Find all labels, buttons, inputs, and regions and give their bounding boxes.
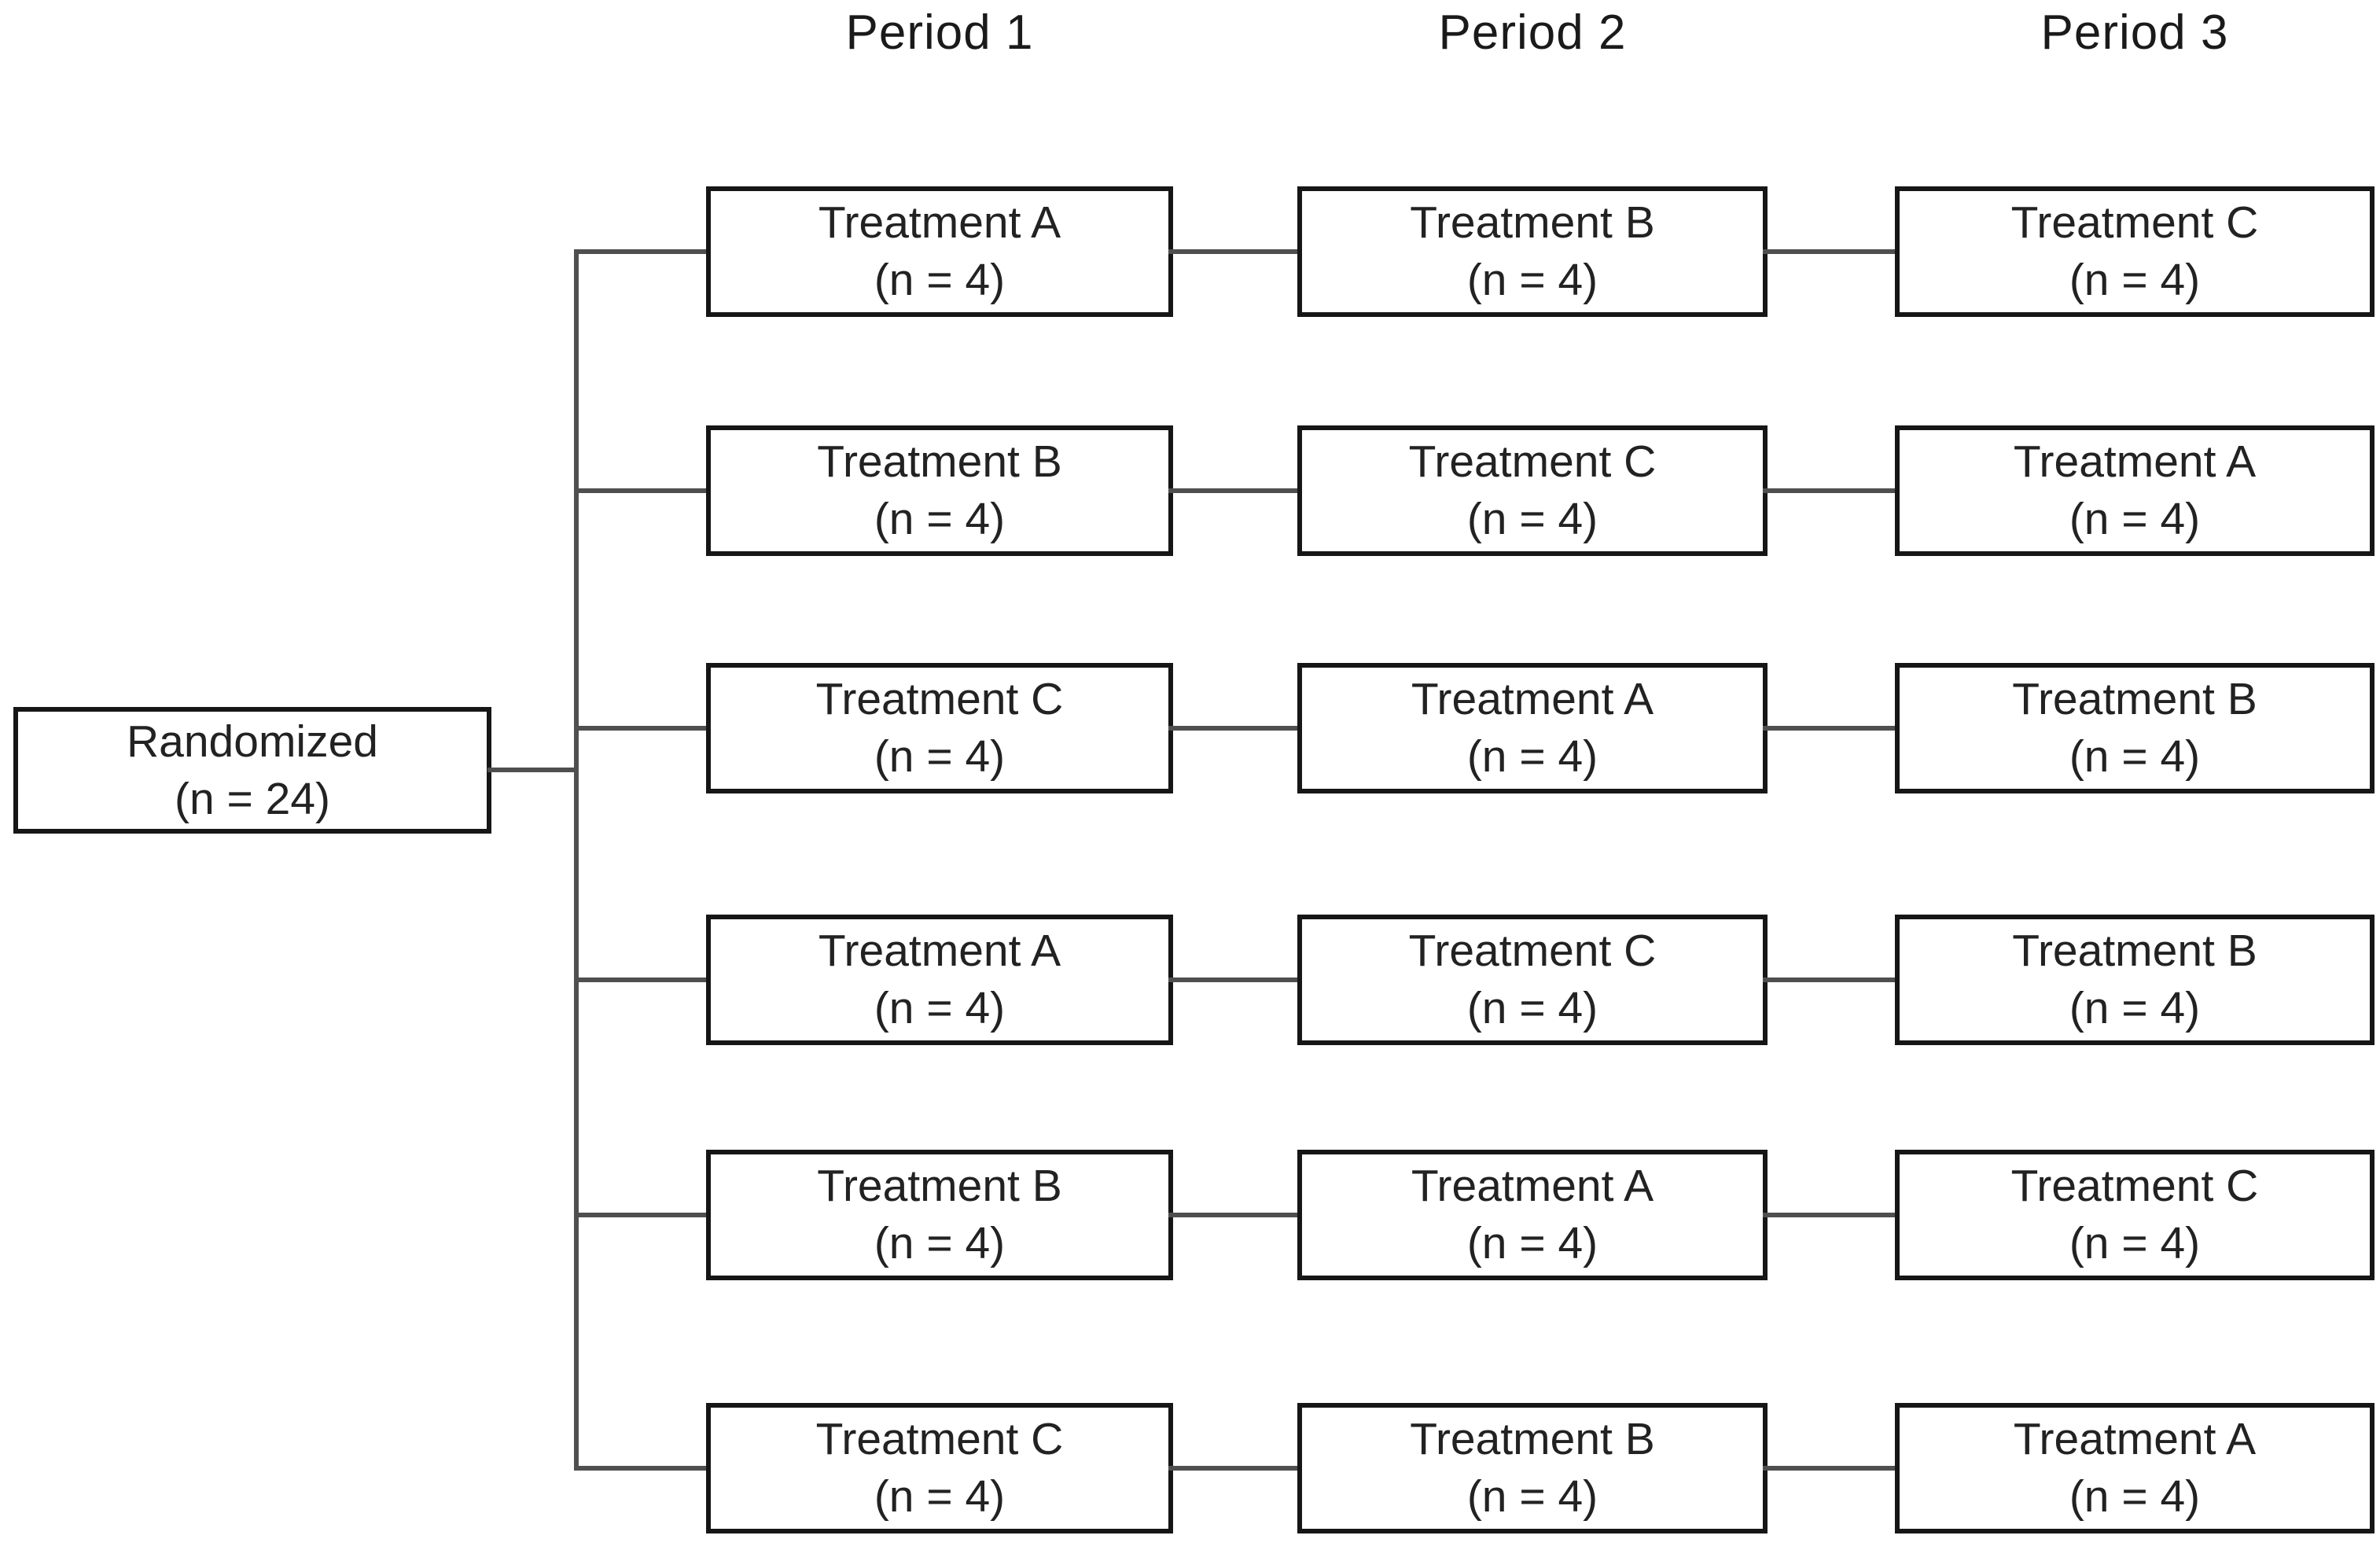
- sample-size-label: (n = 4): [1466, 983, 1598, 1033]
- sample-size-label: (n = 4): [874, 494, 1006, 544]
- connector-seq-1-p1-p2: [1168, 249, 1302, 254]
- sequence-3-period-3-box: Treatment B (n = 4): [1895, 663, 2374, 793]
- branch-line-seq-3: [574, 726, 706, 731]
- treatment-label: Treatment B: [817, 1161, 1062, 1211]
- treatment-label: Treatment A: [2013, 436, 2257, 487]
- sequence-2-period-2-box: Treatment C (n = 4): [1297, 425, 1768, 556]
- sequence-5-period-1-box: Treatment B (n = 4): [706, 1150, 1173, 1280]
- sample-size-label: (n = 4): [874, 1218, 1006, 1268]
- branch-line-seq-2: [574, 488, 706, 493]
- treatment-label: Treatment C: [2010, 1161, 2259, 1211]
- sample-size-label: (n = 4): [874, 983, 1006, 1033]
- sequence-6-period-1-box: Treatment C (n = 4): [706, 1403, 1173, 1533]
- treatment-label: Treatment A: [818, 197, 1061, 248]
- connector-seq-2-p2-p3: [1763, 488, 1900, 493]
- sample-size-label: (n = 4): [1466, 255, 1598, 305]
- connector-seq-3-p2-p3: [1763, 726, 1900, 731]
- period-3-header: Period 3: [2040, 6, 2229, 60]
- connector-seq-1-p2-p3: [1763, 249, 1900, 254]
- sample-size-label: (n = 4): [2069, 731, 2201, 782]
- treatment-label: Treatment B: [2012, 674, 2257, 724]
- randomized-label: Randomized: [126, 716, 378, 767]
- sample-size-label: (n = 4): [1466, 731, 1598, 782]
- sample-size-label: (n = 4): [874, 255, 1006, 305]
- connector-seq-4-p2-p3: [1763, 977, 1900, 982]
- treatment-label: Treatment B: [1410, 197, 1655, 248]
- sample-size-label: (n = 4): [1466, 1471, 1598, 1522]
- treatment-label: Treatment C: [1408, 926, 1657, 976]
- sample-size-label: (n = 4): [2069, 1218, 2201, 1268]
- treatment-label: Treatment C: [1408, 436, 1657, 487]
- sequence-4-period-2-box: Treatment C (n = 4): [1297, 915, 1768, 1045]
- sample-size-label: (n = 4): [2069, 494, 2201, 544]
- sequence-2-period-1-box: Treatment B (n = 4): [706, 425, 1173, 556]
- sample-size-label: (n = 4): [1466, 1218, 1598, 1268]
- connector-seq-2-p1-p2: [1168, 488, 1302, 493]
- treatment-label: Treatment C: [2010, 197, 2259, 248]
- trunk-line: [574, 249, 579, 1471]
- sequence-3-period-2-box: Treatment A (n = 4): [1297, 663, 1768, 793]
- connector-seq-6-p1-p2: [1168, 1466, 1302, 1471]
- treatment-label: Treatment A: [1411, 674, 1654, 724]
- branch-line-seq-6: [574, 1466, 706, 1471]
- sequence-1-period-1-box: Treatment A (n = 4): [706, 186, 1173, 317]
- connector-seq-3-p1-p2: [1168, 726, 1302, 731]
- sample-size-label: (n = 4): [1466, 494, 1598, 544]
- sequence-2-period-3-box: Treatment A (n = 4): [1895, 425, 2374, 556]
- branch-line-seq-5: [574, 1213, 706, 1217]
- sequence-4-period-1-box: Treatment A (n = 4): [706, 915, 1173, 1045]
- connector-seq-5-p1-p2: [1168, 1213, 1302, 1217]
- treatment-label: Treatment C: [815, 1414, 1064, 1464]
- treatment-label: Treatment B: [1410, 1414, 1655, 1464]
- period-1-header: Period 1: [845, 6, 1034, 60]
- sample-size-label: (n = 4): [2069, 983, 2201, 1033]
- sample-size-label: (n = 4): [874, 1471, 1006, 1522]
- branch-line-seq-1: [574, 249, 706, 254]
- branch-line-seq-4: [574, 977, 706, 982]
- sample-size-label: (n = 4): [2069, 1471, 2201, 1522]
- connector-seq-4-p1-p2: [1168, 977, 1302, 982]
- randomized-sample-size: (n = 24): [174, 773, 331, 824]
- sequence-5-period-2-box: Treatment A (n = 4): [1297, 1150, 1768, 1280]
- sequence-1-period-2-box: Treatment B (n = 4): [1297, 186, 1768, 317]
- connector-seq-6-p2-p3: [1763, 1466, 1900, 1471]
- treatment-label: Treatment A: [2013, 1414, 2257, 1464]
- sequence-6-period-2-box: Treatment B (n = 4): [1297, 1403, 1768, 1533]
- treatment-label: Treatment B: [817, 436, 1062, 487]
- treatment-label: Treatment A: [818, 926, 1061, 976]
- sequence-6-period-3-box: Treatment A (n = 4): [1895, 1403, 2374, 1533]
- connector-seq-5-p2-p3: [1763, 1213, 1900, 1217]
- period-2-header: Period 2: [1438, 6, 1627, 60]
- root-connector-line: [487, 768, 579, 772]
- treatment-label: Treatment B: [2012, 926, 2257, 976]
- sequence-4-period-3-box: Treatment B (n = 4): [1895, 915, 2374, 1045]
- sample-size-label: (n = 4): [2069, 255, 2201, 305]
- sequence-1-period-3-box: Treatment C (n = 4): [1895, 186, 2374, 317]
- treatment-label: Treatment C: [815, 674, 1064, 724]
- sample-size-label: (n = 4): [874, 731, 1006, 782]
- sequence-3-period-1-box: Treatment C (n = 4): [706, 663, 1173, 793]
- treatment-label: Treatment A: [1411, 1161, 1654, 1211]
- randomized-box: Randomized (n = 24): [13, 707, 491, 834]
- sequence-5-period-3-box: Treatment C (n = 4): [1895, 1150, 2374, 1280]
